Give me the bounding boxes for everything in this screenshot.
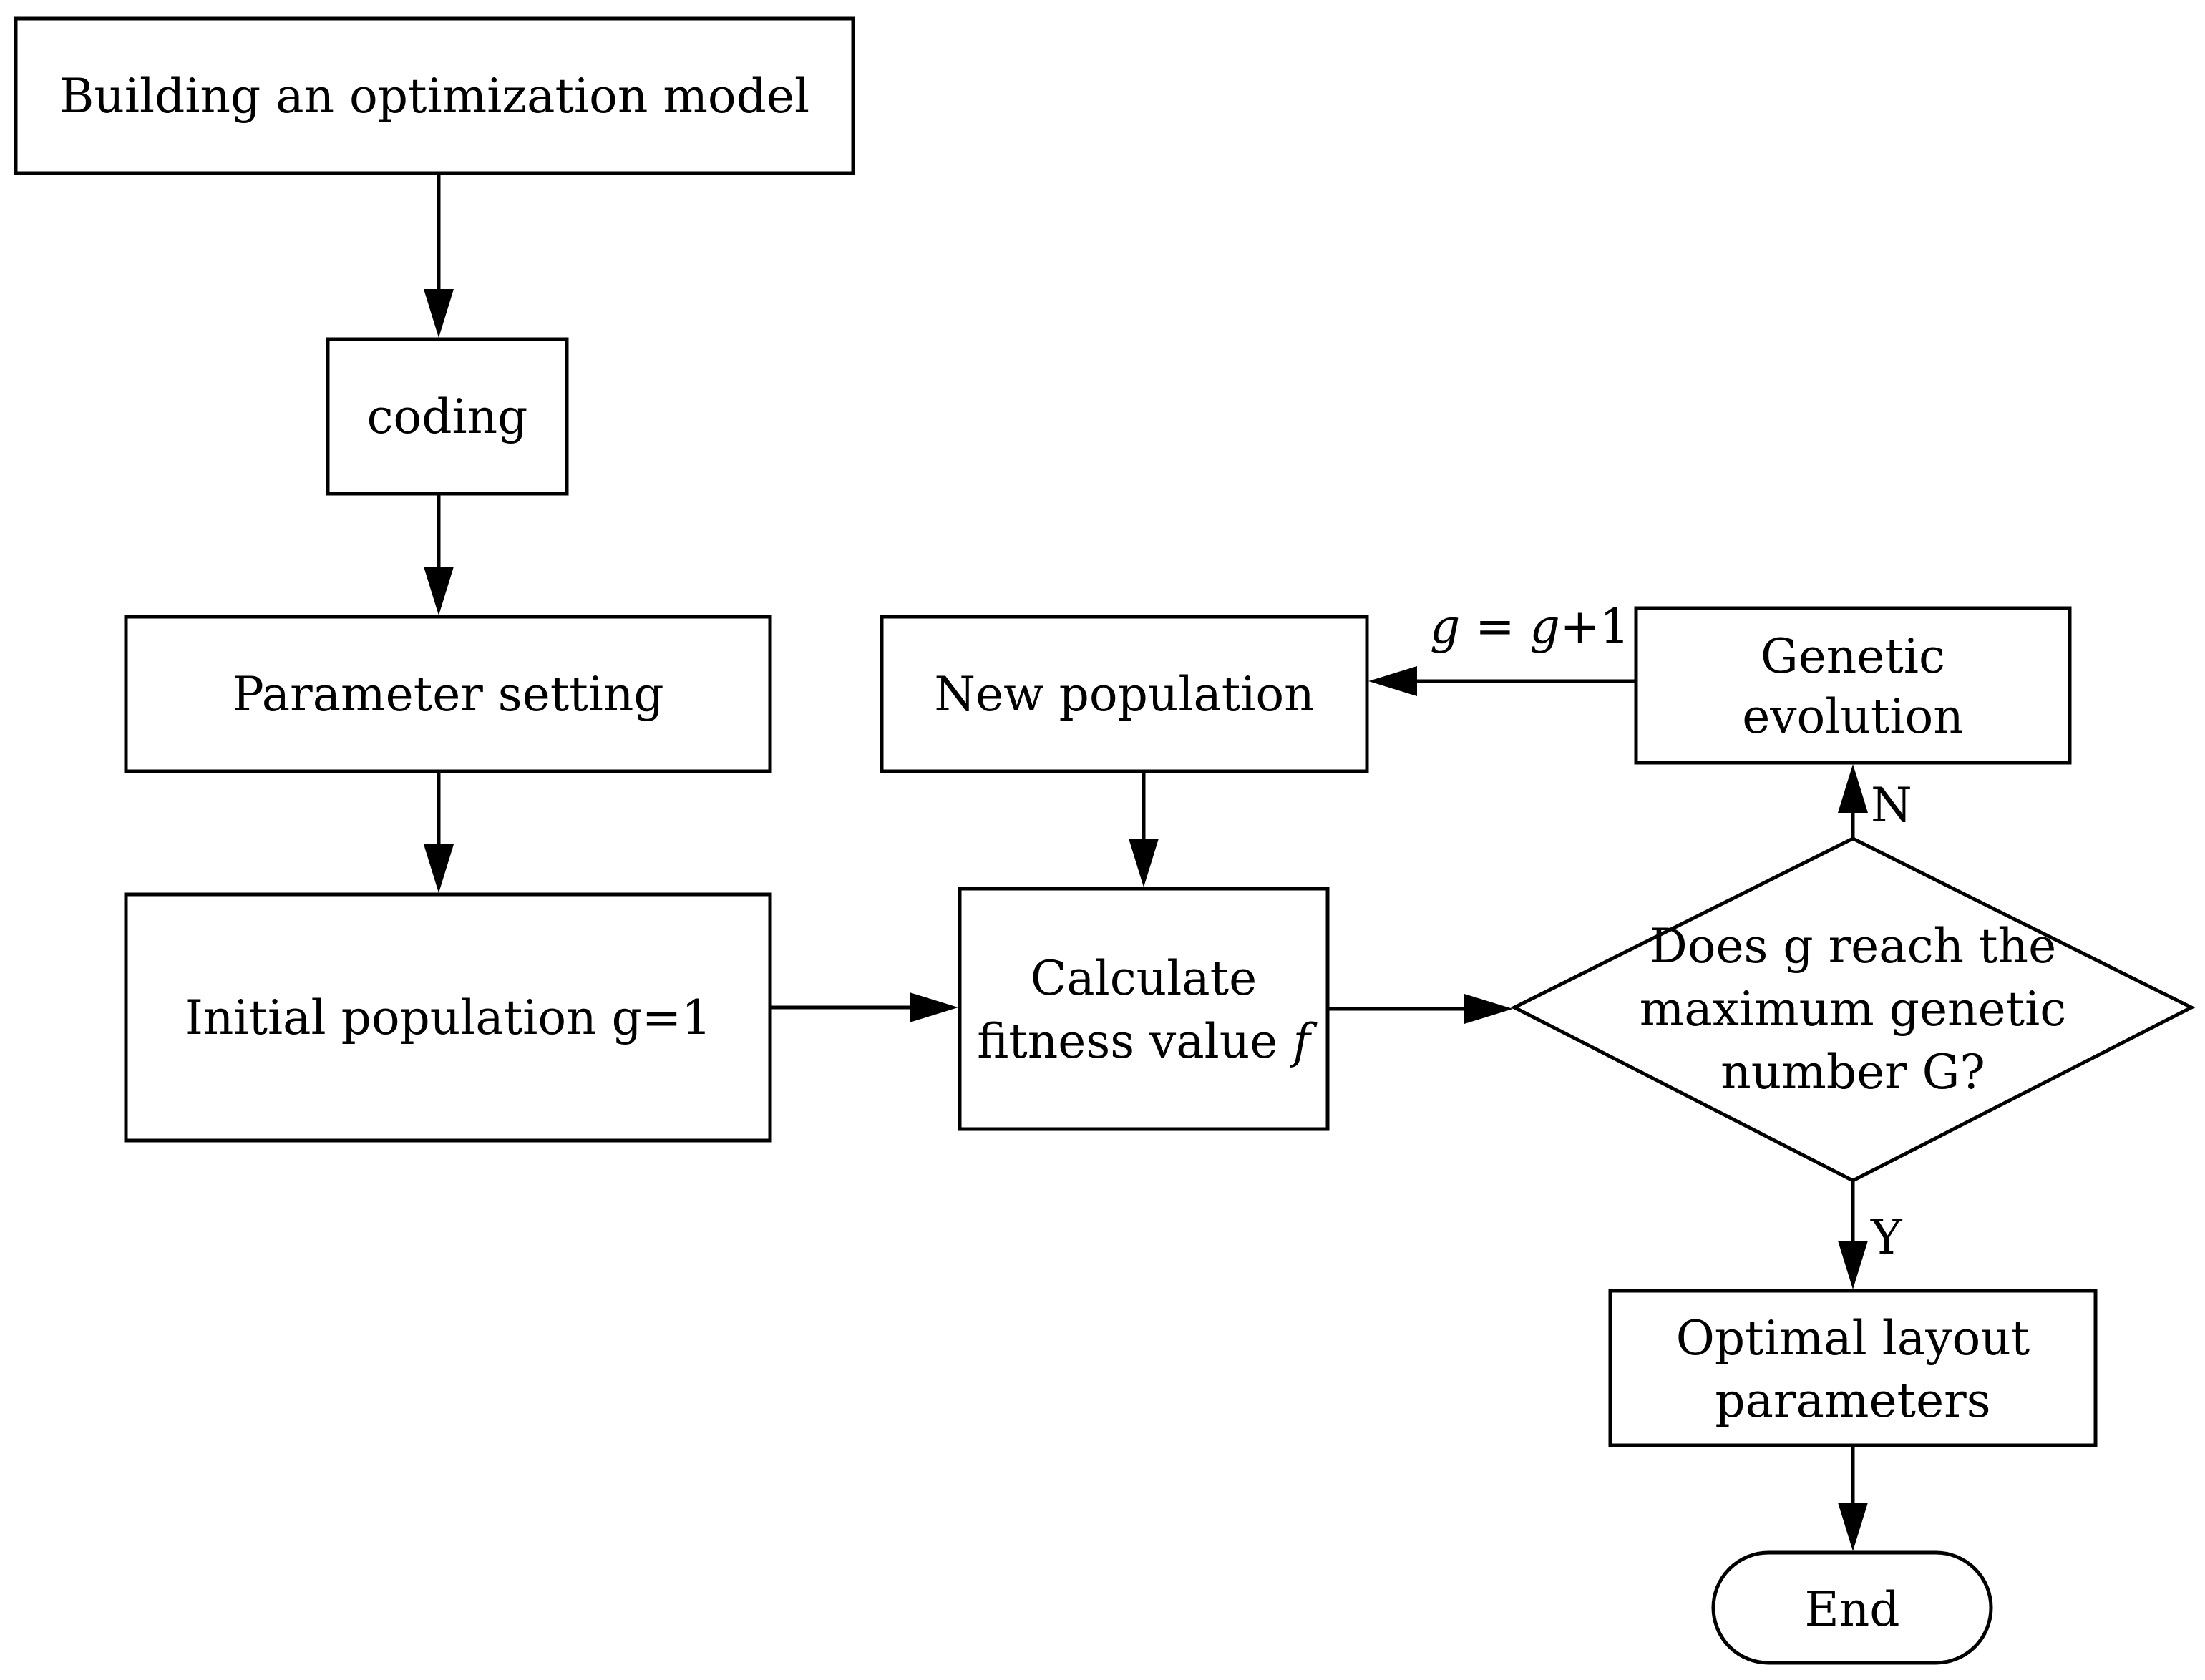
calculate-fitness-node: Calculate fitness value f xyxy=(958,887,1330,1131)
optimal-layout-line2: parameters xyxy=(1715,1373,1990,1428)
calculate-fitness-line2: fitness value f xyxy=(977,1014,1318,1069)
end-node: End xyxy=(1711,1550,1993,1665)
genetic-evolution-node: Genetic evolution xyxy=(1634,606,2072,765)
edge-parameter-to-initial xyxy=(424,771,454,893)
optimal-layout-line1: Optimal layout xyxy=(1676,1311,2030,1366)
parameter-setting-label: Parameter setting xyxy=(232,667,663,722)
yes-branch-label: Y xyxy=(1870,1210,1903,1265)
decision-node: Does g reach the maximum genetic number … xyxy=(1510,836,2196,1183)
build-model-node: Building an optimization model xyxy=(14,16,855,175)
initial-population-node: Initial population g=1 xyxy=(124,892,772,1143)
end-label: End xyxy=(1805,1582,1900,1637)
calculate-fitness-line1: Calculate xyxy=(1031,951,1257,1006)
increment-label: g = g+1 xyxy=(1430,599,1630,654)
optimal-layout-node: Optimal layout parameters xyxy=(1608,1289,2098,1447)
edge-initial-to-calculate xyxy=(770,992,958,1022)
initial-population-label: Initial population g=1 xyxy=(185,990,711,1045)
coding-node: coding xyxy=(326,337,569,496)
edge-optimal-to-end xyxy=(1838,1445,1868,1551)
genetic-evolution-line2: evolution xyxy=(1742,689,1964,744)
edge-coding-to-parameter xyxy=(424,494,454,615)
decision-line1: Does g reach the xyxy=(1650,919,2056,974)
no-branch-label: N xyxy=(1871,778,1912,833)
edge-build-to-coding xyxy=(424,173,454,338)
parameter-setting-node: Parameter setting xyxy=(124,615,772,773)
edge-decision-to-optimal: Y xyxy=(1838,1181,1903,1289)
edge-decision-to-genetic: N xyxy=(1838,764,1912,839)
new-population-label: New population xyxy=(934,667,1314,722)
build-model-label: Building an optimization model xyxy=(59,69,809,124)
decision-line2: maximum genetic xyxy=(1640,982,2066,1037)
coding-label: coding xyxy=(367,389,528,444)
edge-calculate-to-decision xyxy=(1328,994,1513,1024)
new-population-node: New population xyxy=(880,615,1369,773)
edge-newpop-to-calculate xyxy=(1129,771,1159,887)
edge-genetic-to-newpop: g = g+1 xyxy=(1368,599,1636,696)
decision-line3: number G? xyxy=(1720,1045,1985,1100)
genetic-evolution-line1: Genetic xyxy=(1761,629,1945,684)
